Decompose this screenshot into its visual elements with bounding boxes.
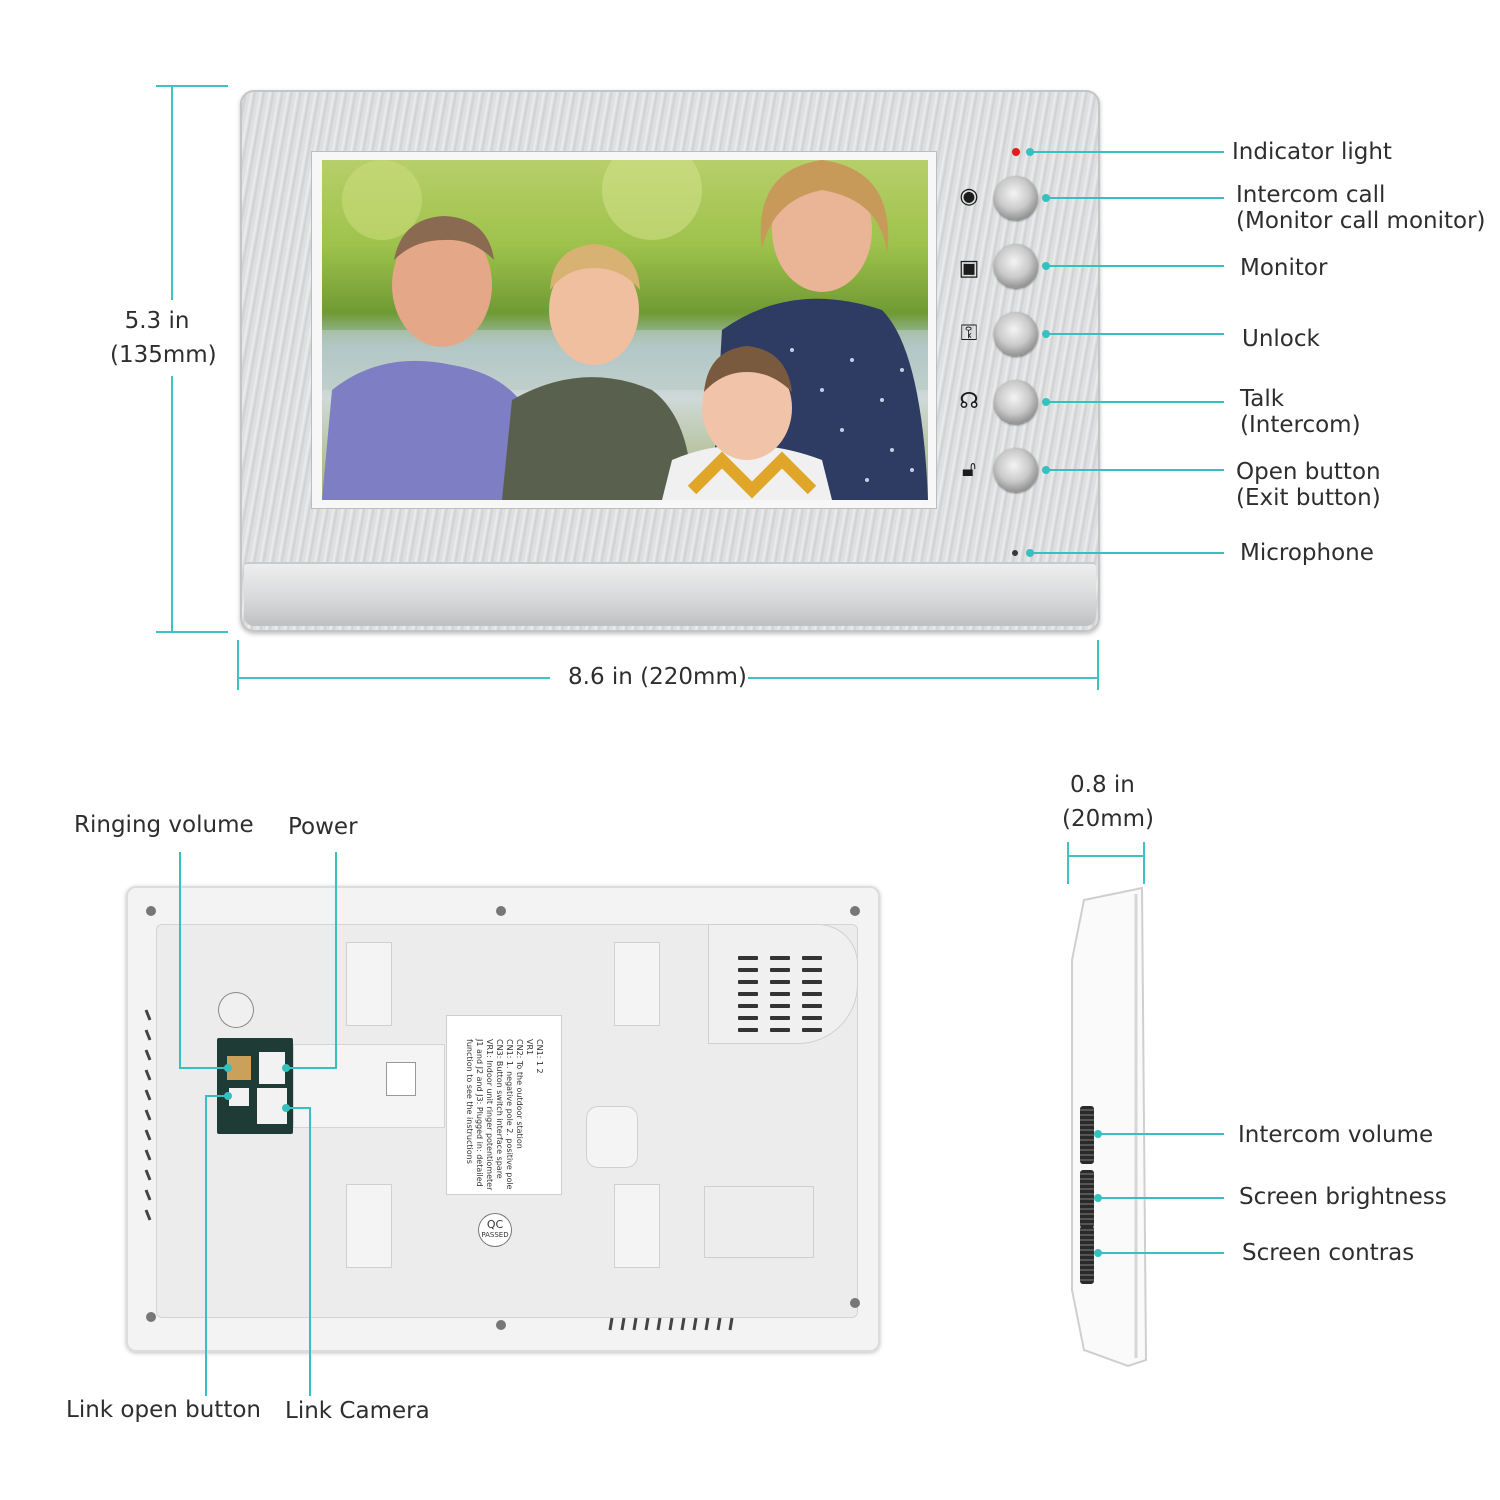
intercom-volume-label: Intercom volume	[1238, 1122, 1434, 1148]
indicator-light-label: Indicator light	[1232, 139, 1392, 165]
connector-board	[217, 1038, 293, 1134]
screw-top-left	[146, 906, 156, 916]
intercom-call-subtitle: (Monitor call monitor)	[1236, 208, 1486, 234]
mount-bracket-bottom-left	[346, 1184, 392, 1268]
screw-bottom-right	[850, 1298, 860, 1308]
callout-lines	[179, 151, 1224, 1396]
indicator-light	[1012, 148, 1020, 156]
qc-sub-text: PASSED	[481, 1231, 509, 1239]
cable-channel	[293, 1044, 445, 1128]
screw-top-right	[850, 906, 860, 916]
intercom-call-label: Intercom call (Monitor call monitor)	[1236, 182, 1486, 234]
talk-label: Talk (Intercom)	[1240, 386, 1361, 438]
monitor-camera-icon: ▣	[958, 256, 980, 281]
height-dimension-mm-label: (135mm)	[110, 342, 217, 368]
speaker-grille-area	[708, 924, 858, 1044]
back-bottom-vents	[608, 1317, 734, 1331]
open-button-label: Open button (Exit button)	[1236, 459, 1381, 511]
camera-connector[interactable]	[257, 1088, 287, 1124]
intercom-call-title: Intercom call	[1236, 182, 1386, 208]
monitor-button[interactable]	[994, 244, 1038, 288]
ringing-volume-hole	[218, 992, 254, 1028]
link-open-button-label: Link open button	[66, 1397, 261, 1423]
power-label: Power	[288, 814, 358, 840]
mount-bracket-top-right	[614, 942, 660, 1026]
talk-subtitle: (Intercom)	[1240, 412, 1361, 438]
screen-contrast-label: Screen contras	[1242, 1240, 1415, 1266]
cable-clip	[386, 1062, 416, 1096]
qc-passed-sticker: QC PASSED	[479, 1214, 511, 1246]
screw-top-center	[496, 906, 506, 916]
talk-icon: ☊	[959, 389, 979, 414]
depth-dimension-label: 0.8 in	[1070, 772, 1135, 798]
power-connector[interactable]	[259, 1052, 285, 1084]
height-dimension-label: 5.3 in	[112, 308, 202, 334]
family-photo-screen	[322, 160, 928, 500]
monitor-label: Monitor	[1240, 255, 1328, 281]
speaker-grille	[738, 956, 828, 1036]
microphone-hole	[1012, 550, 1018, 556]
mount-bracket-bottom-right	[614, 1184, 660, 1268]
link-camera-label: Link Camera	[285, 1398, 430, 1424]
back-side-vents	[144, 1009, 152, 1221]
ringing-volume-label: Ringing volume	[74, 812, 254, 838]
wiring-sticker: CN1: 1 2 VR1 CN2: To the outdoor station…	[447, 1016, 561, 1194]
record-icon: ◉	[959, 184, 979, 209]
family-photo-illustration	[322, 160, 928, 500]
height-dimension-value: 5.3 in	[124, 308, 190, 334]
unlock-button[interactable]	[994, 312, 1038, 356]
keyhole-slot	[586, 1106, 638, 1168]
open-button-subtitle: (Exit button)	[1236, 485, 1381, 511]
microphone-label: Microphone	[1240, 540, 1374, 566]
rating-label-area	[704, 1186, 814, 1258]
screen-contrast-wheel[interactable]	[1080, 1226, 1094, 1284]
open-button[interactable]	[994, 448, 1038, 492]
screw-bottom-center	[496, 1320, 506, 1330]
screen-brightness-wheel[interactable]	[1080, 1170, 1094, 1228]
monitor-bottom-bar	[244, 562, 1096, 626]
mount-bracket-top-left	[346, 942, 392, 1026]
open-button-connector[interactable]	[229, 1088, 249, 1106]
unlock-icon: 🔓︎	[961, 457, 977, 482]
callout-dots	[224, 148, 1102, 1257]
width-dimension-label: 8.6 in (220mm)	[568, 664, 747, 690]
talk-title: Talk	[1240, 386, 1285, 412]
depth-dimension-mm-label: (20mm)	[1062, 806, 1155, 832]
qc-text: QC	[486, 1218, 504, 1231]
unlock-label: Unlock	[1242, 326, 1320, 352]
dimension-lines	[156, 85, 1145, 884]
key-icon: ⚿	[960, 321, 978, 346]
screen-brightness-label: Screen brightness	[1239, 1184, 1447, 1210]
open-button-title: Open button	[1236, 459, 1381, 485]
talk-button[interactable]	[994, 380, 1038, 424]
intercom-volume-wheel[interactable]	[1080, 1106, 1094, 1164]
screw-bottom-left	[146, 1312, 156, 1322]
intercom-call-button[interactable]	[994, 176, 1038, 220]
